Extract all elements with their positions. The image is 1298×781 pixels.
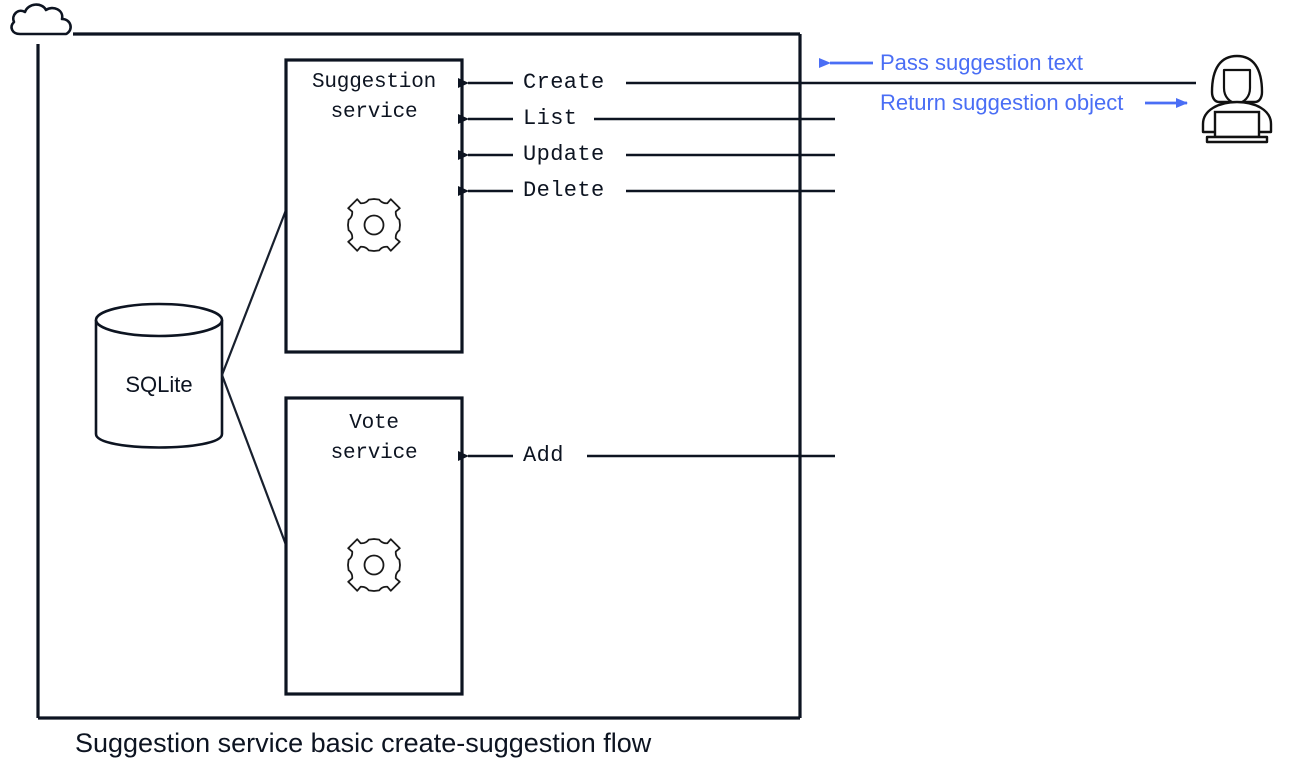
cloud-icon <box>10 3 72 36</box>
op-add-label: Add <box>523 443 564 468</box>
gear-icon <box>347 198 401 252</box>
sqlite-label: SQLite <box>125 372 193 397</box>
annotation-pass-suggestion-text-label: Pass suggestion text <box>880 50 1084 75</box>
db-service-connectors <box>220 209 288 546</box>
annotation-arrows <box>819 58 1188 108</box>
annotation-return-suggestion-object-label: Return suggestion object <box>880 90 1124 115</box>
system-boundary <box>36 32 802 720</box>
suggestion-service-label-line2: service <box>330 101 418 124</box>
database-cylinder-icon <box>94 302 224 449</box>
op-list-label: List <box>523 106 578 131</box>
gear-icon <box>347 538 401 592</box>
person-at-laptop-icon <box>1201 54 1273 144</box>
suggestion-service-label-line1: Suggestion <box>311 71 437 94</box>
vote-service-label-line1: Vote <box>349 412 399 435</box>
vote-service-label-line2: service <box>330 442 418 465</box>
op-update-label: Update <box>523 142 605 167</box>
op-delete-label: Delete <box>523 178 605 203</box>
vote-service-label: Vote service <box>286 409 462 469</box>
op-create-label: Create <box>523 70 605 95</box>
diagram-caption: Suggestion service basic create-suggesti… <box>75 728 652 758</box>
suggestion-service-label: Suggestion service <box>286 68 462 128</box>
